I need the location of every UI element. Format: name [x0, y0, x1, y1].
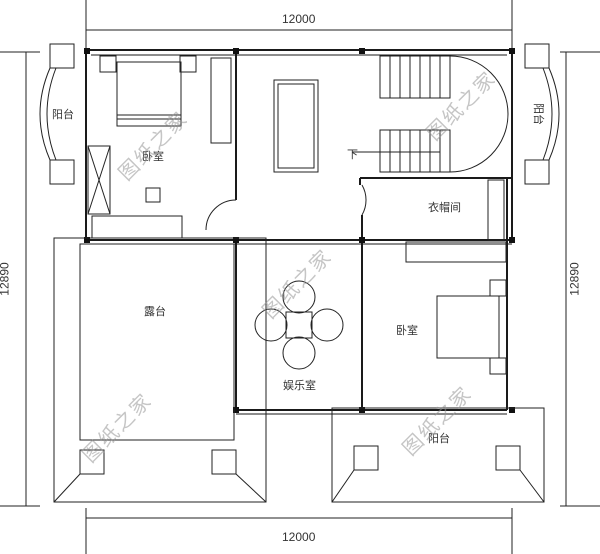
- room-label-terrace: 露台: [144, 305, 166, 318]
- room-label-game-room: 娱乐室: [283, 379, 316, 392]
- bottom-width-dimension: 12000: [282, 530, 316, 544]
- top-width-dimension: 12000: [282, 12, 316, 26]
- room-label-cloakroom: 衣帽间: [428, 201, 461, 214]
- room-label-bedroom-nw: 卧室: [142, 150, 164, 163]
- right-height-dimension: 12890: [567, 262, 582, 296]
- left-height-dimension: 12890: [0, 262, 12, 296]
- room-label-balcony-south: 阳台: [428, 432, 450, 445]
- stair-down-label: 下: [347, 148, 358, 161]
- room-label-bedroom-se: 卧室: [396, 324, 418, 337]
- room-label-balcony-east: 阳台: [532, 103, 545, 125]
- room-label-balcony-west: 阳台: [52, 108, 74, 121]
